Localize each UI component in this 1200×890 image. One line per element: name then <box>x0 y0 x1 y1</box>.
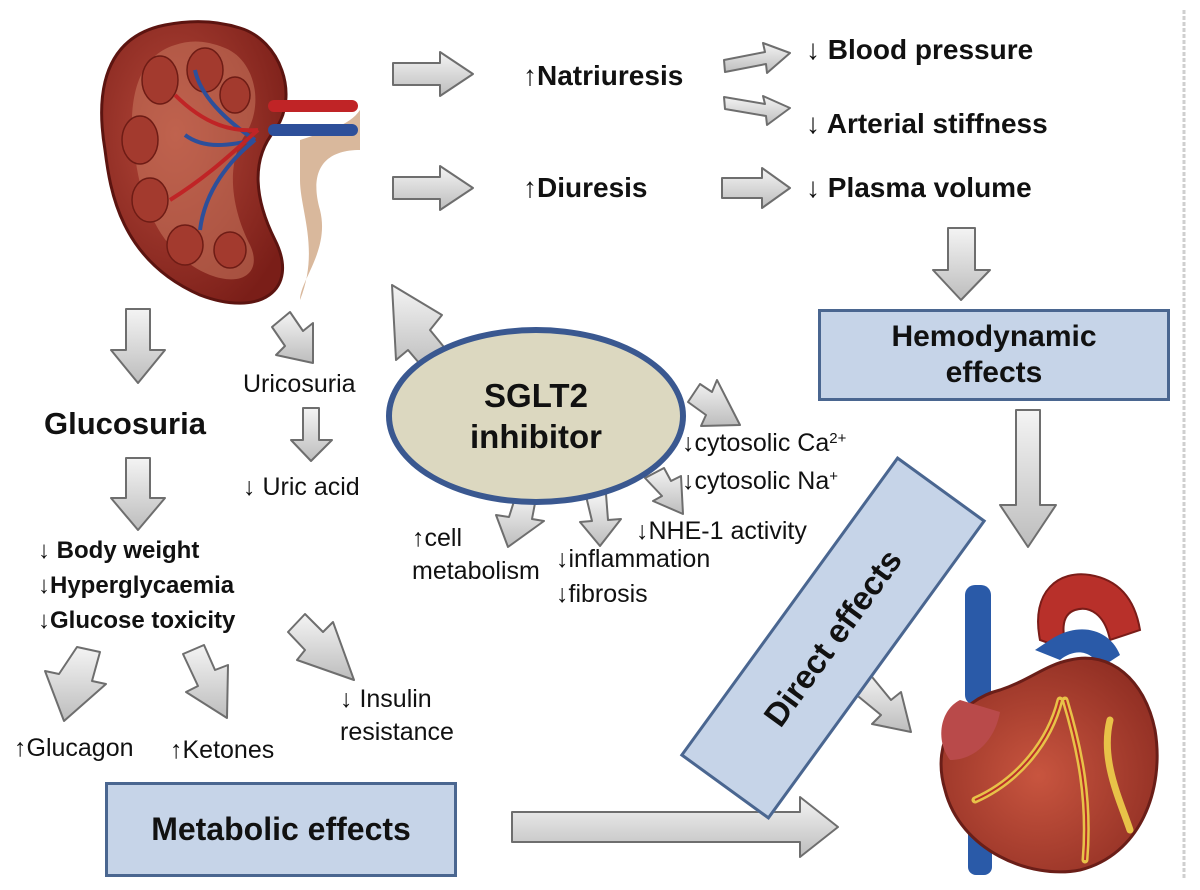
fibrosis-label: ↓fibrosis <box>556 580 648 608</box>
arrow-to-hemodynamic <box>932 227 991 301</box>
inflammation-label: ↓inflammation <box>556 545 711 573</box>
uric-acid-label: ↓ Uric acid <box>243 473 360 501</box>
glucagon-label: ↑Glucagon <box>14 734 134 762</box>
insulin-resistance-line-1: ↓ Insulin <box>340 685 432 713</box>
natriuresis-label: ↑Natriuresis <box>523 60 684 91</box>
blood-pressure-label: ↓ Blood pressure <box>806 34 1034 65</box>
cytosolic-na-sup: + <box>829 467 839 485</box>
heart-icon <box>939 573 1159 875</box>
arrow-to-plasma-volume <box>721 167 791 209</box>
hemodynamic-effects-box: Hemodynamic effects <box>818 309 1170 401</box>
arrow-to-heart <box>511 796 839 858</box>
metabolic-effects-box: Metabolic effects <box>105 782 457 877</box>
arrow-to-glucagon <box>44 646 107 722</box>
cytosolic-ca-text: ↓cytosolic Ca <box>682 429 830 457</box>
cytosolic-na-text: ↓cytosolic Na <box>682 467 830 495</box>
diuresis-label: ↑Diuresis <box>523 172 648 203</box>
cytosolic-na-label: ↓cytosolic Na+ <box>682 467 838 496</box>
insulin-resistance-label: ↓ Insulin resistance <box>340 683 454 748</box>
arrow-to-cytosolic <box>687 379 741 427</box>
ketones-label: ↑Ketones <box>170 736 275 764</box>
cell-metabolism-label: ↑cell metabolism <box>412 522 540 587</box>
arrow-to-blood-pressure <box>723 42 791 74</box>
inhibitor-line-1: SGLT2 <box>484 376 588 414</box>
arrow-to-diuresis <box>392 165 474 211</box>
arrow-to-insulin-resistance <box>287 613 355 681</box>
arrow-to-ketones <box>182 644 229 719</box>
cell-metabolism-line-2: metabolism <box>412 556 540 585</box>
arrow-to-metabolic-outcomes <box>110 457 166 531</box>
arterial-stiffness-label: ↓ Arterial stiffness <box>806 108 1048 139</box>
glucosuria-label: Glucosuria <box>44 406 206 441</box>
watermark-strip <box>1182 10 1186 880</box>
cell-metabolism-line-1: ↑cell <box>412 524 463 552</box>
glucose-toxicity-label: ↓Glucose toxicity <box>38 607 236 634</box>
plasma-volume-label: ↓ Plasma volume <box>806 172 1032 203</box>
arrow-to-inflammation <box>579 493 622 547</box>
arrow-to-nhe1 <box>644 467 684 515</box>
nhe1-activity-label: ↓NHE-1 activity <box>636 517 807 545</box>
cytosolic-ca-label: ↓cytosolic Ca2+ <box>682 429 846 458</box>
arrow-to-natriuresis <box>392 51 474 97</box>
hemodynamic-line-1: Hemodynamic <box>891 320 1097 353</box>
arrow-to-arterial-stiffness <box>723 95 791 126</box>
arrow-to-uricosuria <box>271 311 314 364</box>
insulin-resistance-line-2: resistance <box>340 717 454 746</box>
arrow-hemodynamic-to-heart <box>999 409 1057 548</box>
inhibitor-line-2: inhibitor <box>470 418 602 455</box>
arrow-to-glucosuria <box>110 308 166 384</box>
sglt2-inhibitor-ellipse: SGLT2 inhibitor <box>386 327 686 505</box>
arrow-to-uric-acid <box>290 407 333 462</box>
kidney-icon <box>100 20 360 305</box>
hyperglycaemia-label: ↓Hyperglycaemia <box>38 572 235 599</box>
uricosuria-label: Uricosuria <box>243 370 356 398</box>
body-weight-label: ↓ Body weight <box>38 537 200 564</box>
cytosolic-ca-sup: 2+ <box>829 429 847 447</box>
hemodynamic-line-2: effects <box>945 356 1043 389</box>
